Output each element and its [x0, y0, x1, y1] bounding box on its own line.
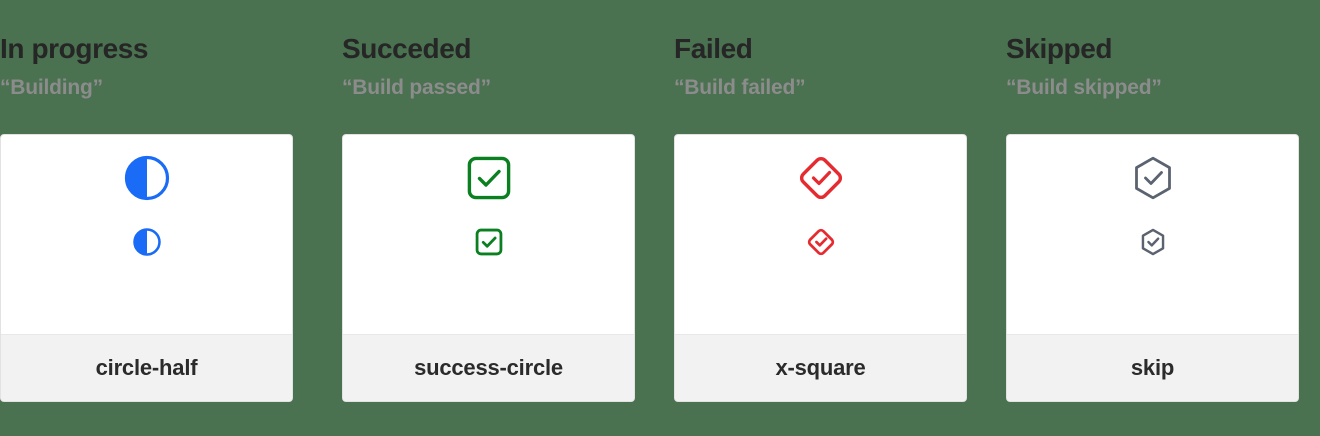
card-footer: skip: [1007, 334, 1298, 402]
card-body: [1007, 135, 1298, 334]
icon-card-skip[interactable]: skip: [1006, 134, 1299, 403]
icon-card-x-square[interactable]: x-square: [674, 134, 967, 403]
column-header: In progress “Building”: [0, 0, 293, 99]
icon-name-label: skip: [1130, 355, 1175, 381]
column-header: Succeded “Build passed”: [342, 0, 635, 99]
card-footer: circle-half: [1, 334, 292, 402]
column-subtitle: “Build failed”: [674, 76, 806, 100]
card-body: [343, 135, 634, 334]
success-circle-icon: [466, 155, 512, 201]
icon-name-label: circle-half: [95, 355, 198, 381]
status-column-succeeded: Succeded “Build passed”: [330, 0, 660, 436]
icon-name-label: x-square: [775, 355, 866, 381]
page-title: Skipped: [1006, 33, 1113, 64]
column-header: Failed “Build failed”: [674, 0, 967, 99]
card-body: [675, 135, 966, 334]
card-footer: x-square: [675, 334, 966, 402]
column-subtitle: “Building”: [0, 76, 103, 100]
card-body: [1, 135, 292, 334]
skip-icon: [1130, 155, 1176, 201]
circle-half-icon: [124, 155, 170, 201]
page-title: In progress: [0, 33, 149, 64]
icon-card-success-circle[interactable]: success-circle: [342, 134, 635, 403]
success-circle-icon-small: [475, 228, 503, 256]
status-column-skipped: Skipped “Build skipped”: [990, 0, 1320, 436]
skip-icon-small: [1139, 228, 1167, 256]
column-subtitle: “Build passed”: [342, 76, 491, 100]
column-header: Skipped “Build skipped”: [1006, 0, 1299, 99]
card-footer: success-circle: [343, 334, 634, 402]
page-title: Failed: [674, 33, 753, 64]
x-square-icon: [798, 155, 844, 201]
column-subtitle: “Build skipped”: [1006, 76, 1162, 100]
icon-name-label: success-circle: [414, 355, 563, 381]
icon-card-circle-half[interactable]: circle-half: [0, 134, 293, 403]
status-column-failed: Failed “Build failed”: [660, 0, 990, 436]
x-square-icon-small: [807, 228, 835, 256]
circle-half-icon-small: [132, 228, 161, 257]
status-column-in-progress: In progress “Building”: [0, 0, 330, 436]
page-title: Succeded: [342, 33, 472, 64]
